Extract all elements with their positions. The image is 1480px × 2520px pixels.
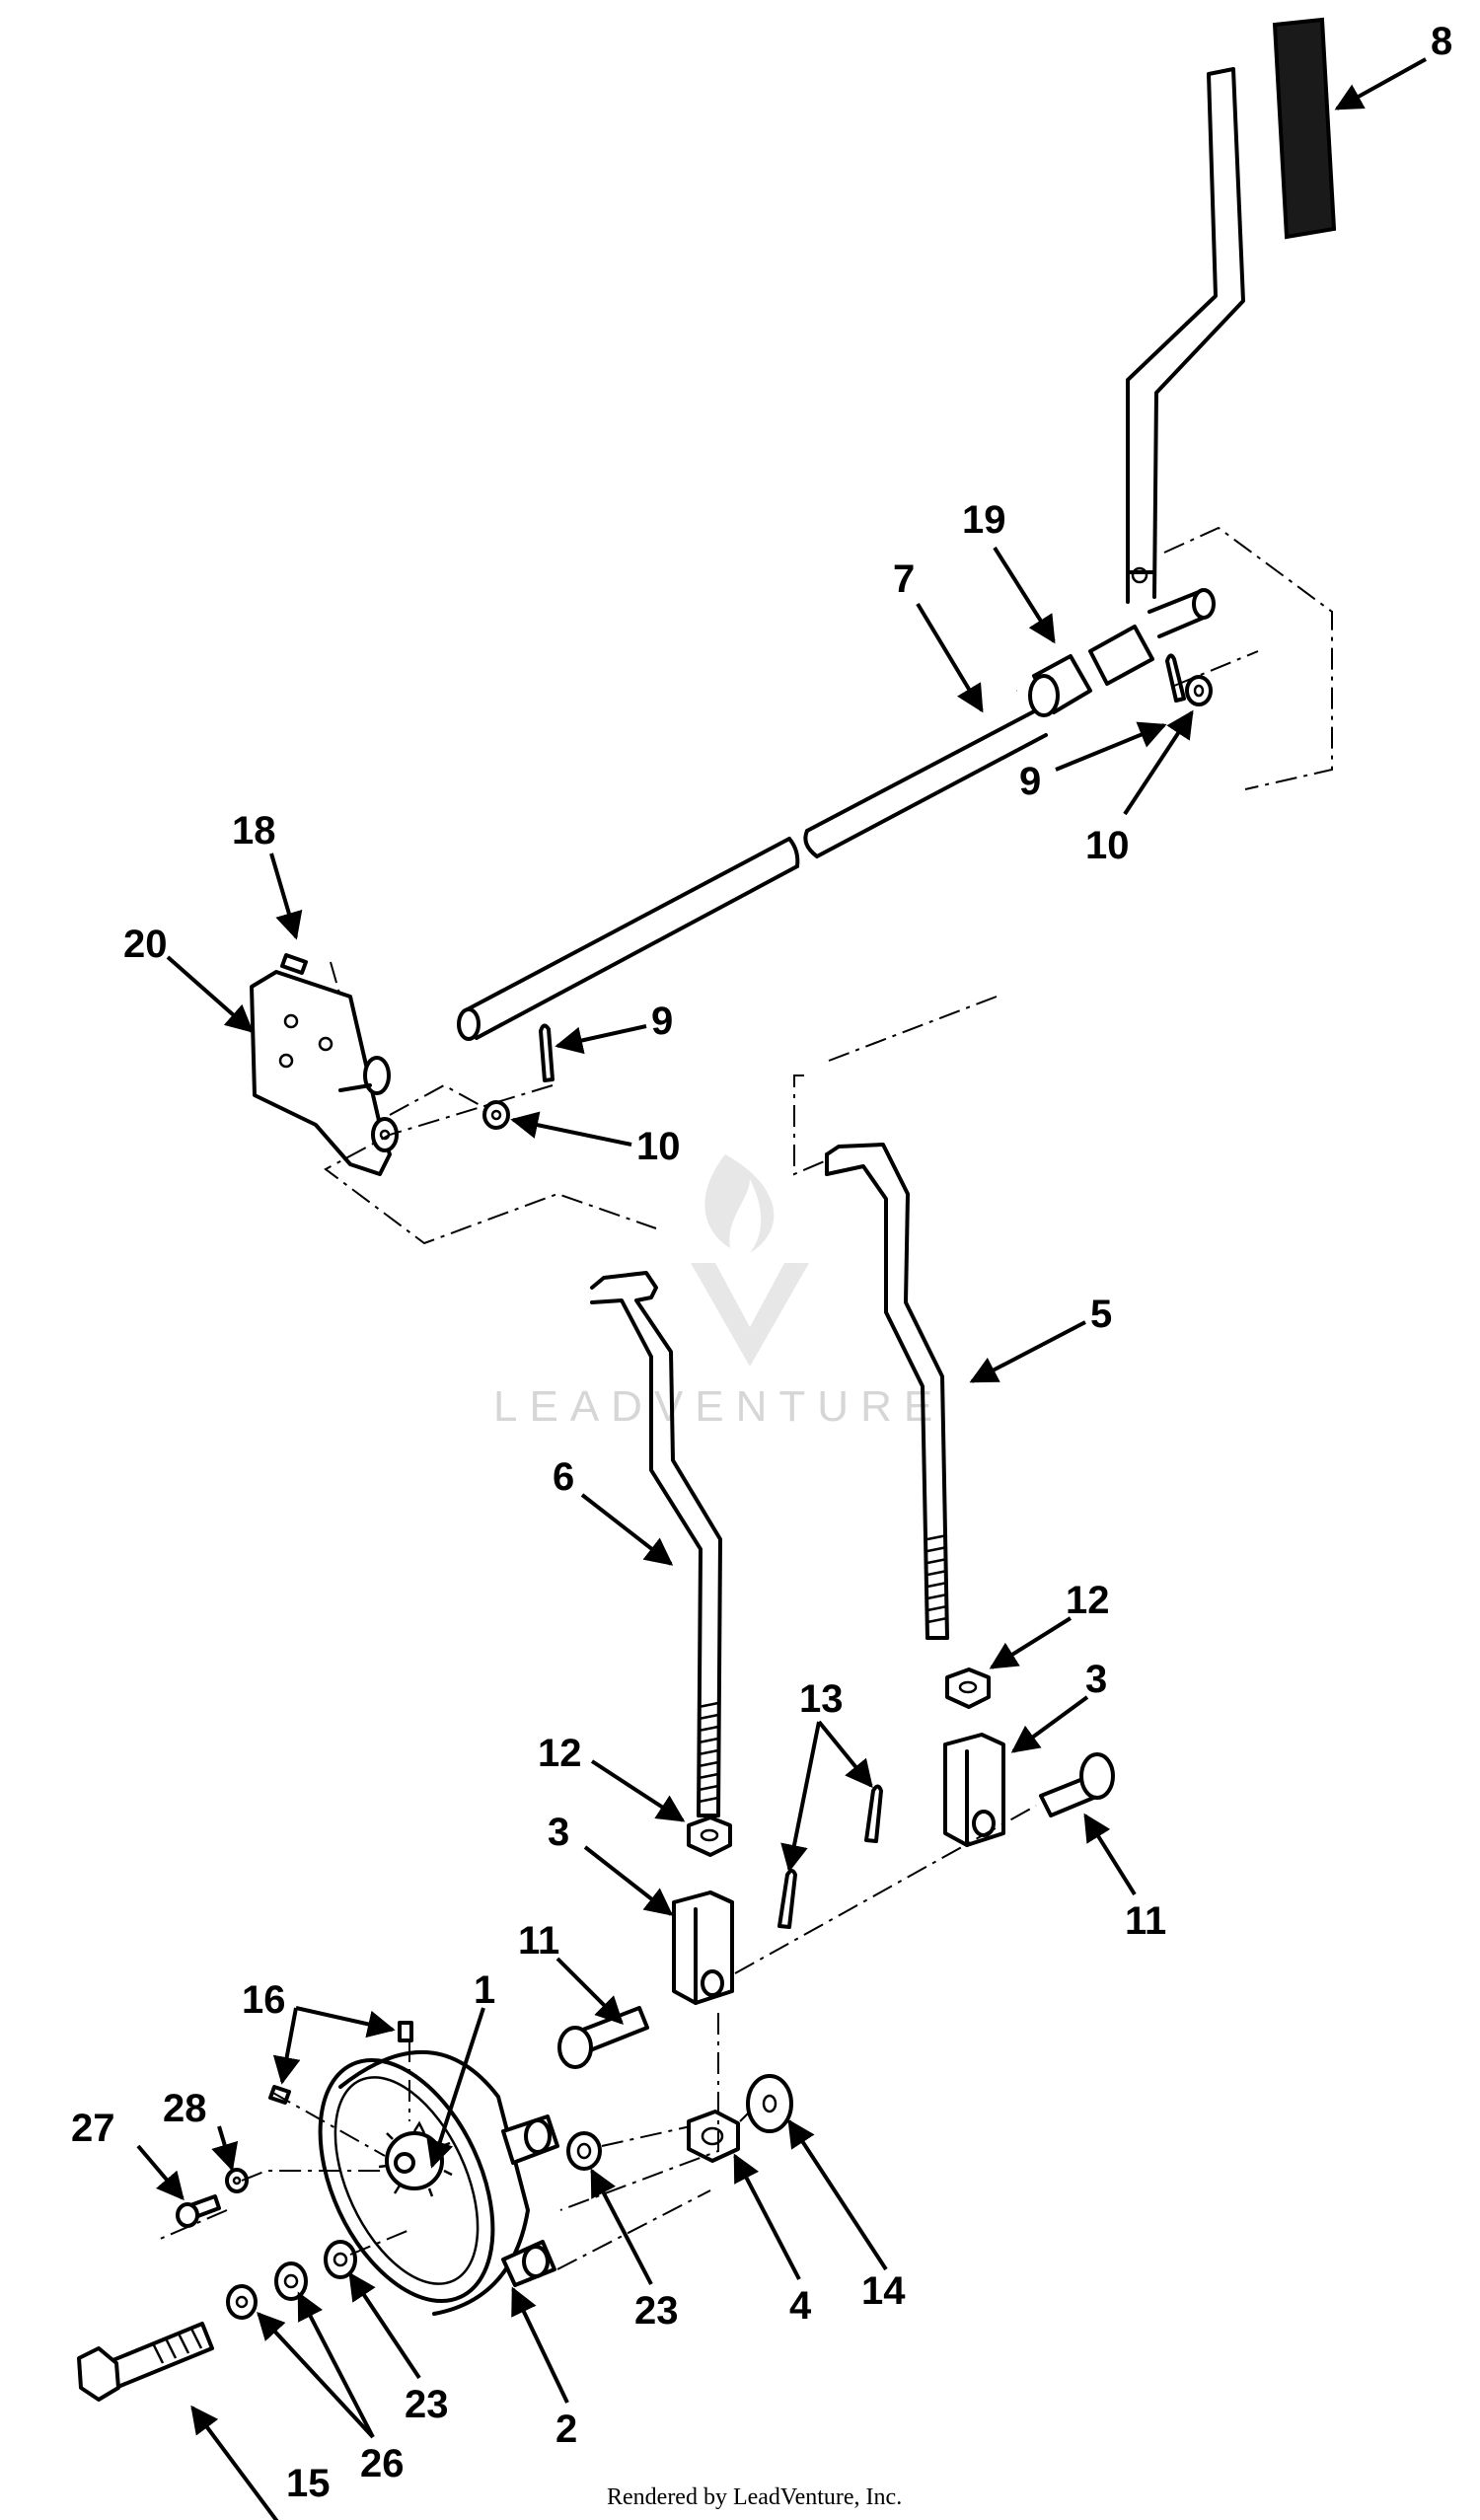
callout-arrows: [136, 57, 1427, 2520]
brake-drum-part: [318, 2049, 559, 2316]
callout-label-19: 19: [962, 498, 1006, 542]
washer-lower-part: [482, 1100, 510, 1130]
left-brake-rod-part: [590, 1271, 722, 1817]
set-screw-top-part: [398, 2021, 413, 2042]
callout-label-10-upper: 10: [1085, 824, 1130, 867]
callout-label-23-left: 23: [405, 2383, 449, 2426]
callout-label-12-right: 12: [1066, 1579, 1110, 1622]
callout-label-27: 27: [71, 2107, 115, 2150]
callout-label-9-upper: 9: [1019, 760, 1041, 803]
callout-label-3-right: 3: [1085, 1658, 1107, 1701]
callout-label-2: 2: [555, 2408, 577, 2451]
callout-label-3-left: 3: [548, 1811, 569, 1854]
assembly-centerlines: [157, 526, 1333, 2270]
washer-26a-part: [226, 2284, 258, 2320]
clevis-right-part: [943, 1733, 1005, 1847]
callout-label-26: 26: [360, 2442, 405, 2485]
small-screw-part: [176, 2194, 221, 2228]
bracket-part: [250, 970, 399, 1176]
cotter-pin-upper-part: [1165, 653, 1186, 703]
washer-26b-part: [274, 2261, 308, 2301]
callout-label-18: 18: [232, 809, 276, 852]
flat-washer-14-part: [746, 2074, 793, 2133]
callout-label-15: 15: [286, 2462, 331, 2505]
jam-nut-left-part: [687, 1816, 732, 1857]
callout-label-8: 8: [1431, 20, 1452, 63]
clevis-pin-right-part: [1039, 1752, 1115, 1817]
cotter-pin-13a-part: [777, 1869, 797, 1929]
callout-label-4: 4: [789, 2284, 812, 2328]
watermark-text: LEADVENTURE: [493, 1382, 944, 1431]
roll-pin-part: [280, 953, 308, 975]
callout-label-11-left: 11: [518, 1919, 559, 1963]
cotter-pin-lower-part: [539, 1023, 555, 1082]
callout-labels: 8 19 7 9 10 18 20 9 10 5 6 12 3 13 12 3 …: [71, 20, 1452, 2505]
callout-label-28: 28: [163, 2087, 207, 2130]
callout-label-7: 7: [893, 557, 915, 601]
callout-label-14: 14: [861, 2269, 906, 2313]
washer-upper-part: [1185, 675, 1213, 706]
callout-label-16: 16: [242, 1978, 286, 2022]
callout-label-5: 5: [1090, 1293, 1112, 1336]
brake-pedal-arm: [1126, 67, 1245, 604]
callout-label-1: 1: [474, 1968, 495, 2012]
callout-label-23-right: 23: [634, 2289, 679, 2333]
callout-label-6: 6: [553, 1455, 574, 1499]
callout-label-9-lower: 9: [651, 1000, 673, 1043]
right-brake-rod-part: [825, 1143, 949, 1640]
callout-label-10-lower: 10: [636, 1125, 681, 1168]
jam-nut-right-part: [945, 1668, 991, 1709]
callout-label-11-right: 11: [1125, 1899, 1166, 1943]
callout-label-20: 20: [123, 923, 168, 966]
render-credit: Rendered by LeadVenture, Inc.: [607, 2484, 902, 2510]
lock-nut-part: [687, 2110, 740, 2163]
pedal-pad-part: [1272, 17, 1337, 240]
clevis-pin-left-part: [557, 2006, 649, 2069]
clevis-left-part: [672, 1890, 734, 2005]
washer-23-right-part: [566, 2131, 602, 2171]
hex-bolt-part: [77, 2322, 214, 2402]
watermark-logo: [691, 1154, 809, 1367]
cotter-pin-13b-part: [864, 1784, 883, 1843]
cross-shaft-part: [457, 588, 1216, 1041]
callout-label-12-left: 12: [538, 1732, 582, 1775]
callout-label-13: 13: [799, 1677, 844, 1721]
washer-23-left-part: [324, 2240, 357, 2279]
